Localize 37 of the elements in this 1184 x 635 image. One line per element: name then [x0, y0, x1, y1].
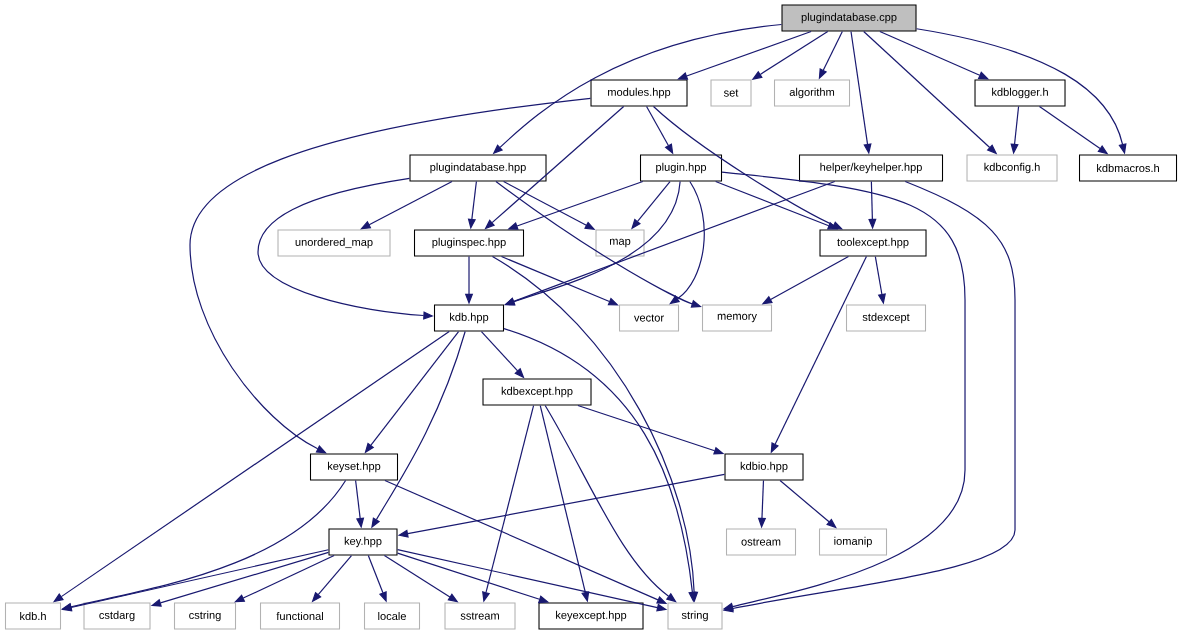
file-box: stdexcept [845, 304, 927, 332]
file-box: ostream [725, 528, 797, 556]
arrow [721, 171, 966, 611]
file-box: set [710, 79, 752, 107]
file-box: map [595, 229, 645, 257]
file-box: sstream [444, 602, 516, 630]
file-box: kdb.h [4, 602, 62, 630]
file-box: cstdarg [83, 602, 151, 630]
file-box: kdbmacros.h [1078, 154, 1178, 182]
file-box: unordered_map [277, 229, 391, 257]
file-box: string [667, 602, 723, 630]
file-box: kdblogger.h [974, 79, 1066, 107]
file-box: algorithm [773, 79, 851, 107]
file-box: cstring [173, 602, 237, 630]
arrow [189, 97, 592, 454]
file-box: pluginspec.hpp [413, 229, 525, 257]
file-box: plugin.hpp [639, 154, 723, 182]
arrow [544, 404, 677, 603]
file-box: vector [618, 304, 680, 332]
file-box: toolexcept.hpp [819, 229, 927, 257]
file-box: kdb.hpp [433, 304, 505, 332]
file-box: kdbconfig.h [966, 154, 1058, 182]
file-box: keyset.hpp [309, 453, 399, 481]
file-box: kdbexcept.hpp [482, 378, 592, 406]
arrow [669, 180, 705, 305]
file-box: plugindatabase.cpp [781, 4, 917, 32]
file-box: key.hpp [328, 528, 398, 556]
file-box: locale [363, 602, 421, 630]
file-box: kdbio.hpp [724, 453, 804, 481]
file-box: plugindatabase.hpp [409, 154, 547, 182]
arrow [360, 180, 453, 230]
file-box: helper/keyhelper.hpp [798, 154, 944, 182]
file-box: modules.hpp [590, 79, 688, 107]
file-box: memory [701, 304, 773, 332]
file-box: iomanip [818, 528, 888, 556]
file-box: functional [259, 602, 341, 630]
file-box: keyexcept.hpp [538, 602, 644, 630]
